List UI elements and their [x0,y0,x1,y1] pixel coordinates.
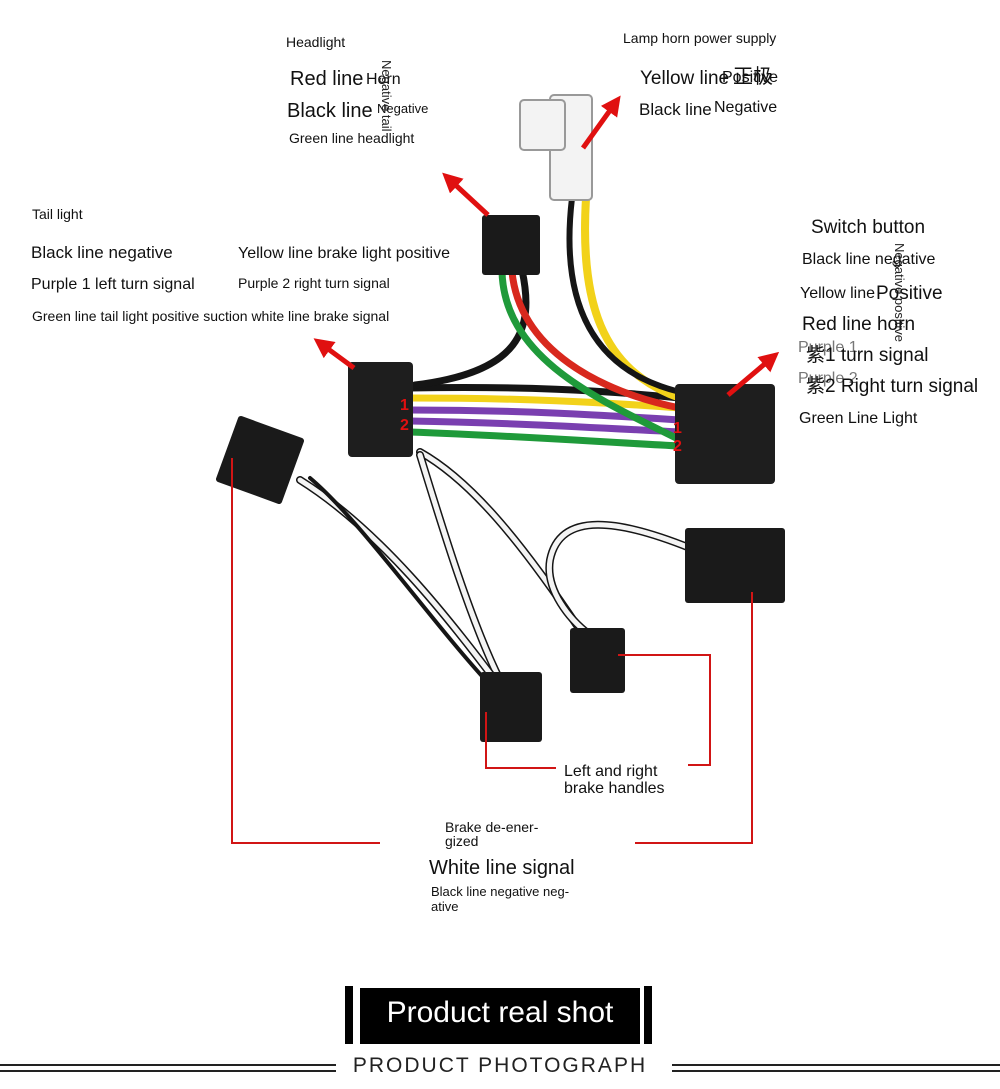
tail-light-black-label: Black line negative [31,243,173,262]
headlight-green-label: Green line headlight [289,130,415,146]
lamp-horn-yellow-label: Yellow line [640,68,730,89]
footer-subtitle: PRODUCT PHOTOGRAPH [352,1054,648,1077]
tail-light-title: Tail light [32,206,83,222]
switch-purple2-small: Purple 2 [798,370,858,387]
title-bar-left [345,986,353,1044]
footer-rule-right-bottom [672,1070,1000,1072]
red-arrow-icon [313,95,780,397]
headlight-red-overlay: Horn [366,71,401,88]
tail-light-purple2-label: Purple 2 right turn signal [238,275,390,291]
footer-rule-left-bottom [0,1070,336,1072]
main-wire-bundle [406,383,684,450]
tail-light-yellow-label: Yellow line brake light positive [238,245,450,262]
marker-1-left: 1 [400,397,409,414]
headlight-vertical-overlay: Negative tail [379,60,394,132]
lamp-horn-yellow-cn: 正极 [733,66,773,88]
switch-yellow-overlay: Positive [876,283,943,304]
switch-title: Switch button [811,217,926,238]
lamp-horn-wires [566,194,684,402]
brake-signal-black2: ative [431,899,459,914]
brake-signal-title2: gized [445,833,479,849]
headlight-red-label: Red line [290,68,364,90]
brake-signal-black1: Black line negative neg- [431,884,570,899]
switch-purple1-label: 紫1 turn signal [806,345,929,366]
headlight-black-overlay: Negative [377,101,429,116]
brake-signal-white: White line signal [429,857,575,879]
switch-purple2-label: 紫2 Right turn signal [806,376,979,397]
footer-rule-left-top [0,1064,336,1066]
lamp-horn-yellow-overlay: Positive [722,69,779,86]
title-bar-right [644,986,652,1044]
footer-rule-right-top [672,1064,1000,1066]
brake-handles-line2: brake handles [564,780,665,797]
footer-title: Product real shot [386,996,614,1029]
headlight-wires [411,266,684,444]
switch-purple1-small: Purple 1 [798,339,858,356]
lamp-horn-black-overlay: Negative [714,99,778,116]
brake-signal-title1: Brake de-ener- [445,819,539,835]
title-box [360,988,640,1044]
headlight-title: Headlight [286,34,346,50]
brake-handles-line1: Left and right [564,763,658,780]
marker-1-right: 1 [673,420,682,437]
marker-2-right: 2 [673,438,682,455]
connector-icon [215,94,785,742]
switch-red-label: Red line horn [802,314,916,335]
switch-black-label: Black line negative [802,251,936,268]
tail-light-green-label: Green line tail light positive suction w… [32,308,390,324]
lamp-horn-black-label: Black line [639,100,712,119]
leader-lines [231,458,753,844]
switch-yellow-label: Yellow line [800,285,876,302]
tail-light-purple1-label: Purple 1 left turn signal [31,276,195,293]
headlight-black-label: Black line [287,100,373,122]
lamp-horn-title: Lamp horn power supply [623,30,777,46]
switch-vertical-overlay: Negative positive [892,243,907,342]
marker-2-left: 2 [400,417,409,434]
brake-wires [296,448,694,687]
switch-green-label: Green Line Light [799,410,918,427]
